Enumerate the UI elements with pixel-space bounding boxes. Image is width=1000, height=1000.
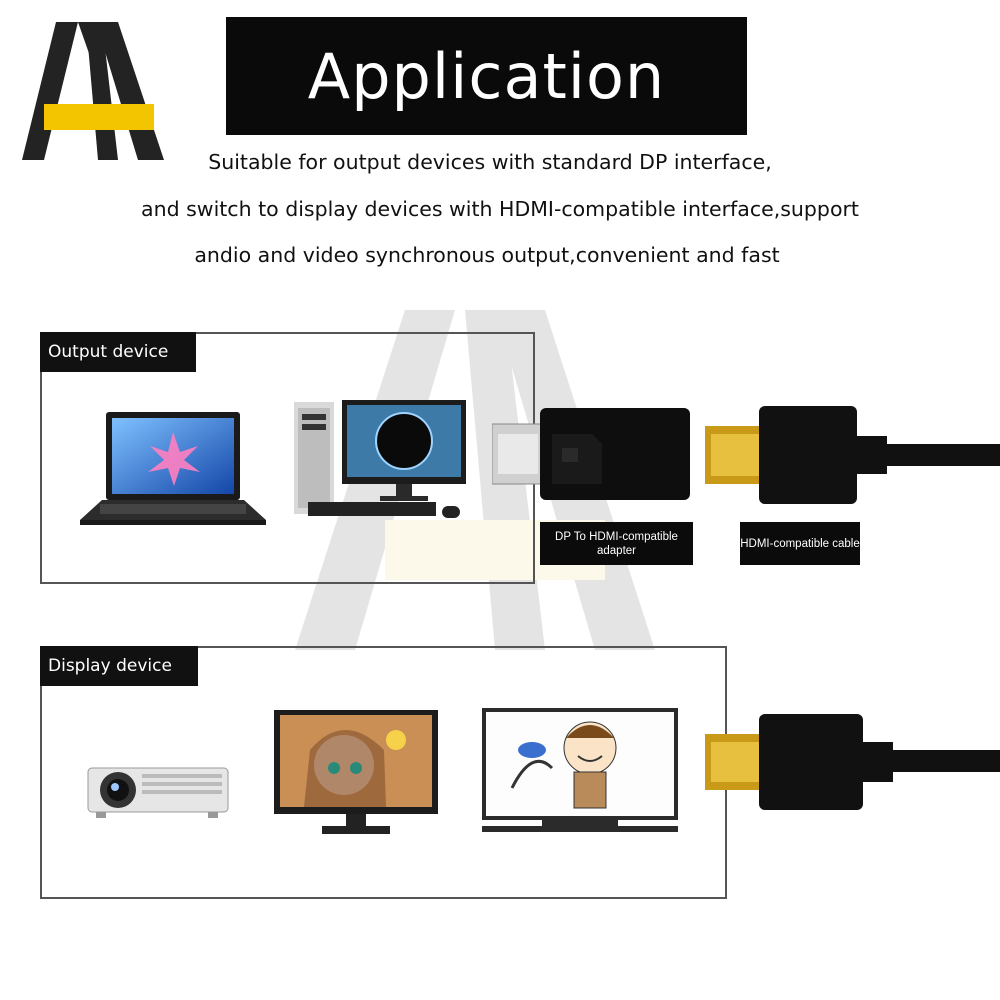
adapter-caption: DP To HDMI-compatible adapter (540, 522, 693, 565)
cable-caption-text: HDMI-compatible cable (740, 537, 860, 550)
projector-image (87, 767, 229, 818)
laptop-image (80, 412, 266, 525)
output-device-label: Output device (40, 332, 196, 372)
description-line-1: Suitable for output devices with standar… (208, 150, 772, 174)
display-device-label: Display device (40, 646, 198, 686)
hdmi-cable-image (705, 406, 1000, 504)
desktop-computer-image (294, 400, 466, 518)
brand-logo (22, 22, 164, 160)
hdmi-cable-display-image (705, 714, 1000, 810)
description-line-3: andio and video synchronous output,conve… (194, 243, 780, 267)
monitor-image (274, 710, 438, 834)
description-line-2: and switch to display devices with HDMI-… (141, 197, 859, 221)
cable-caption: HDMI-compatible cable (740, 522, 860, 565)
title-banner: Application (226, 17, 747, 135)
adapter-caption-text: DP To HDMI-compatible adapter (555, 530, 678, 557)
tv-image (482, 708, 678, 832)
dp-to-hdmi-adapter-image (492, 408, 690, 500)
page-title: Application (307, 39, 666, 113)
